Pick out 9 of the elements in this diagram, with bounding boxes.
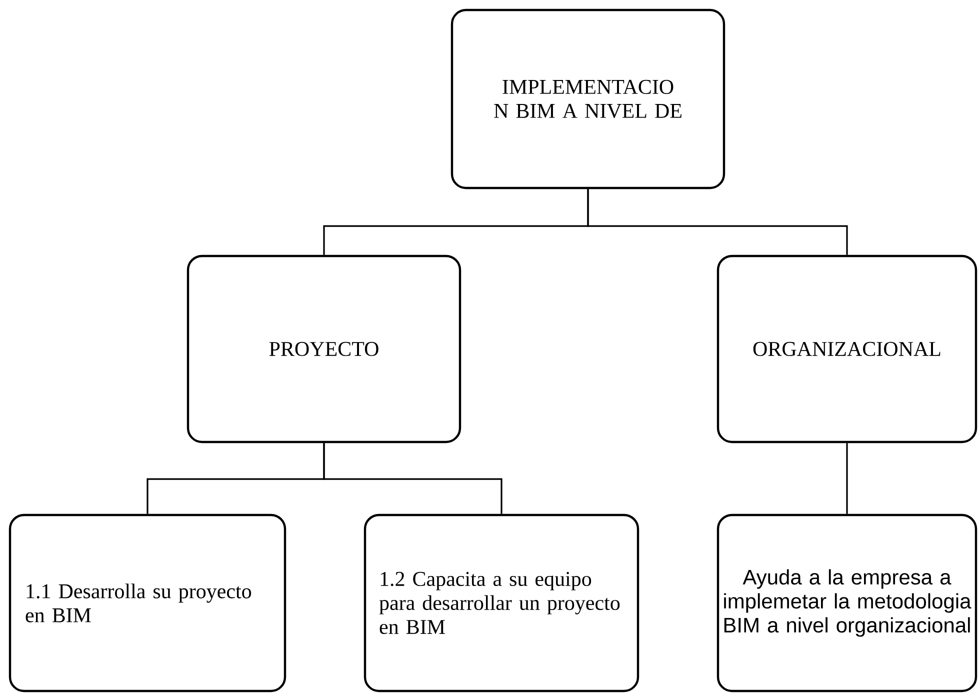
connector-line: [323, 443, 502, 514]
process-box: 1.1 Desarrolla su proyecto en BIM: [8, 514, 286, 692]
connector-line: [587, 189, 848, 255]
process-box: IMPLEMENTACIO N BIM A NIVEL DE: [450, 8, 726, 190]
process-box: Ayuda a la empresa a implemetar la metodologia BIM a nivel organizacional: [716, 514, 978, 692]
process-box: PROYECTO: [186, 254, 462, 444]
process-box: 1.2 Capacita a su equipo para desarrollar un proyecto en BIM: [364, 514, 640, 692]
connector-line: [846, 443, 848, 514]
process-box: ORGANIZACIONAL: [716, 254, 978, 444]
